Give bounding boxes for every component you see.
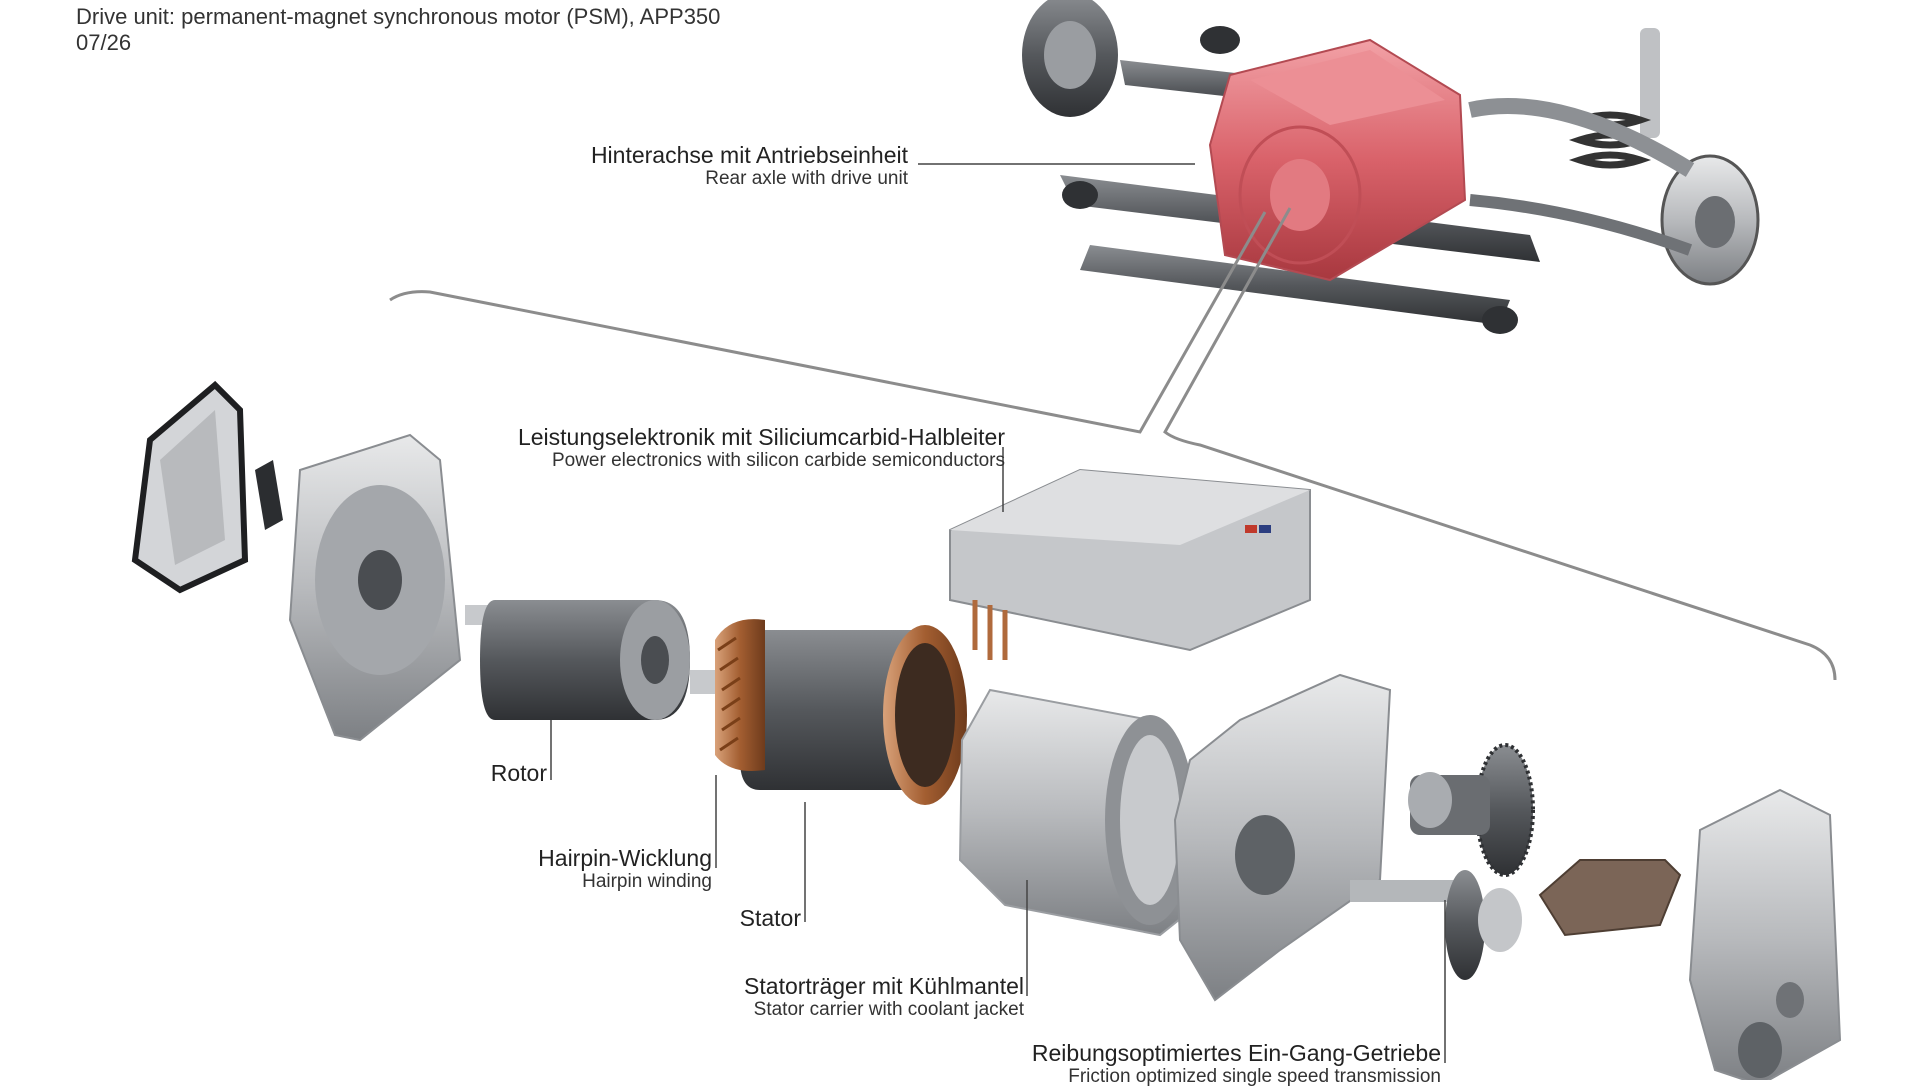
label-stator: Stator — [680, 905, 801, 931]
label-stator-carrier-de: Statorträger mit Kühlmantel — [744, 973, 1024, 999]
label-stator-de: Stator — [739, 905, 801, 931]
rotor-part — [465, 600, 730, 720]
label-hairpin-en: Hairpin winding — [582, 871, 712, 893]
label-rear-axle-en: Rear axle with drive unit — [705, 168, 908, 190]
label-transmission: Reibungsoptimiertes Ein-Gang-Getriebe Fr… — [960, 1040, 1441, 1088]
label-stator-carrier-en: Stator carrier with coolant jacket — [753, 999, 1024, 1021]
label-power-electronics-en: Power electronics with silicon carbide s… — [551, 450, 1005, 472]
label-rotor: Rotor — [420, 760, 547, 786]
exploded-view-bracket — [389, 207, 1837, 681]
label-power-electronics: Leistungselektronik mit Siliciumcarbid-H… — [420, 424, 1005, 472]
stator-carrier-part — [958, 688, 1195, 937]
gearbox-housing-part — [1173, 673, 1392, 1002]
end-cover-part — [131, 380, 283, 594]
label-transmission-en: Friction optimized single speed transmis… — [1068, 1066, 1441, 1088]
label-hairpin-de: Hairpin-Wicklung — [538, 845, 712, 871]
label-rear-axle-de: Hinterachse mit Antriebseinheit — [590, 142, 908, 168]
label-power-electronics-de: Leistungselektronik mit Siliciumcarbid-H… — [517, 424, 1005, 450]
page-code: 07/26 — [76, 30, 132, 55]
gearbox-cover-part — [1688, 788, 1842, 1080]
rear-axle-assembly — [1022, 0, 1760, 334]
stator-part — [715, 619, 967, 805]
label-hairpin: Hairpin-Wicklung Hairpin winding — [440, 845, 712, 893]
leader-lines — [550, 163, 1446, 1063]
page-title: Drive unit: permanent-magnet synchronous… — [76, 4, 721, 29]
label-rear-axle: Hinterachse mit Antriebseinheit Rear axl… — [520, 142, 908, 190]
label-transmission-de: Reibungsoptimiertes Ein-Gang-Getriebe — [1031, 1040, 1441, 1066]
power-electronics-part — [949, 468, 1311, 660]
label-rotor-de: Rotor — [490, 760, 547, 786]
oil-shield-part — [1538, 859, 1682, 937]
label-stator-carrier: Statorträger mit Kühlmantel Stator carri… — [640, 973, 1024, 1021]
gear-set-part — [1350, 743, 1535, 980]
bearing-housing-part — [288, 433, 462, 742]
